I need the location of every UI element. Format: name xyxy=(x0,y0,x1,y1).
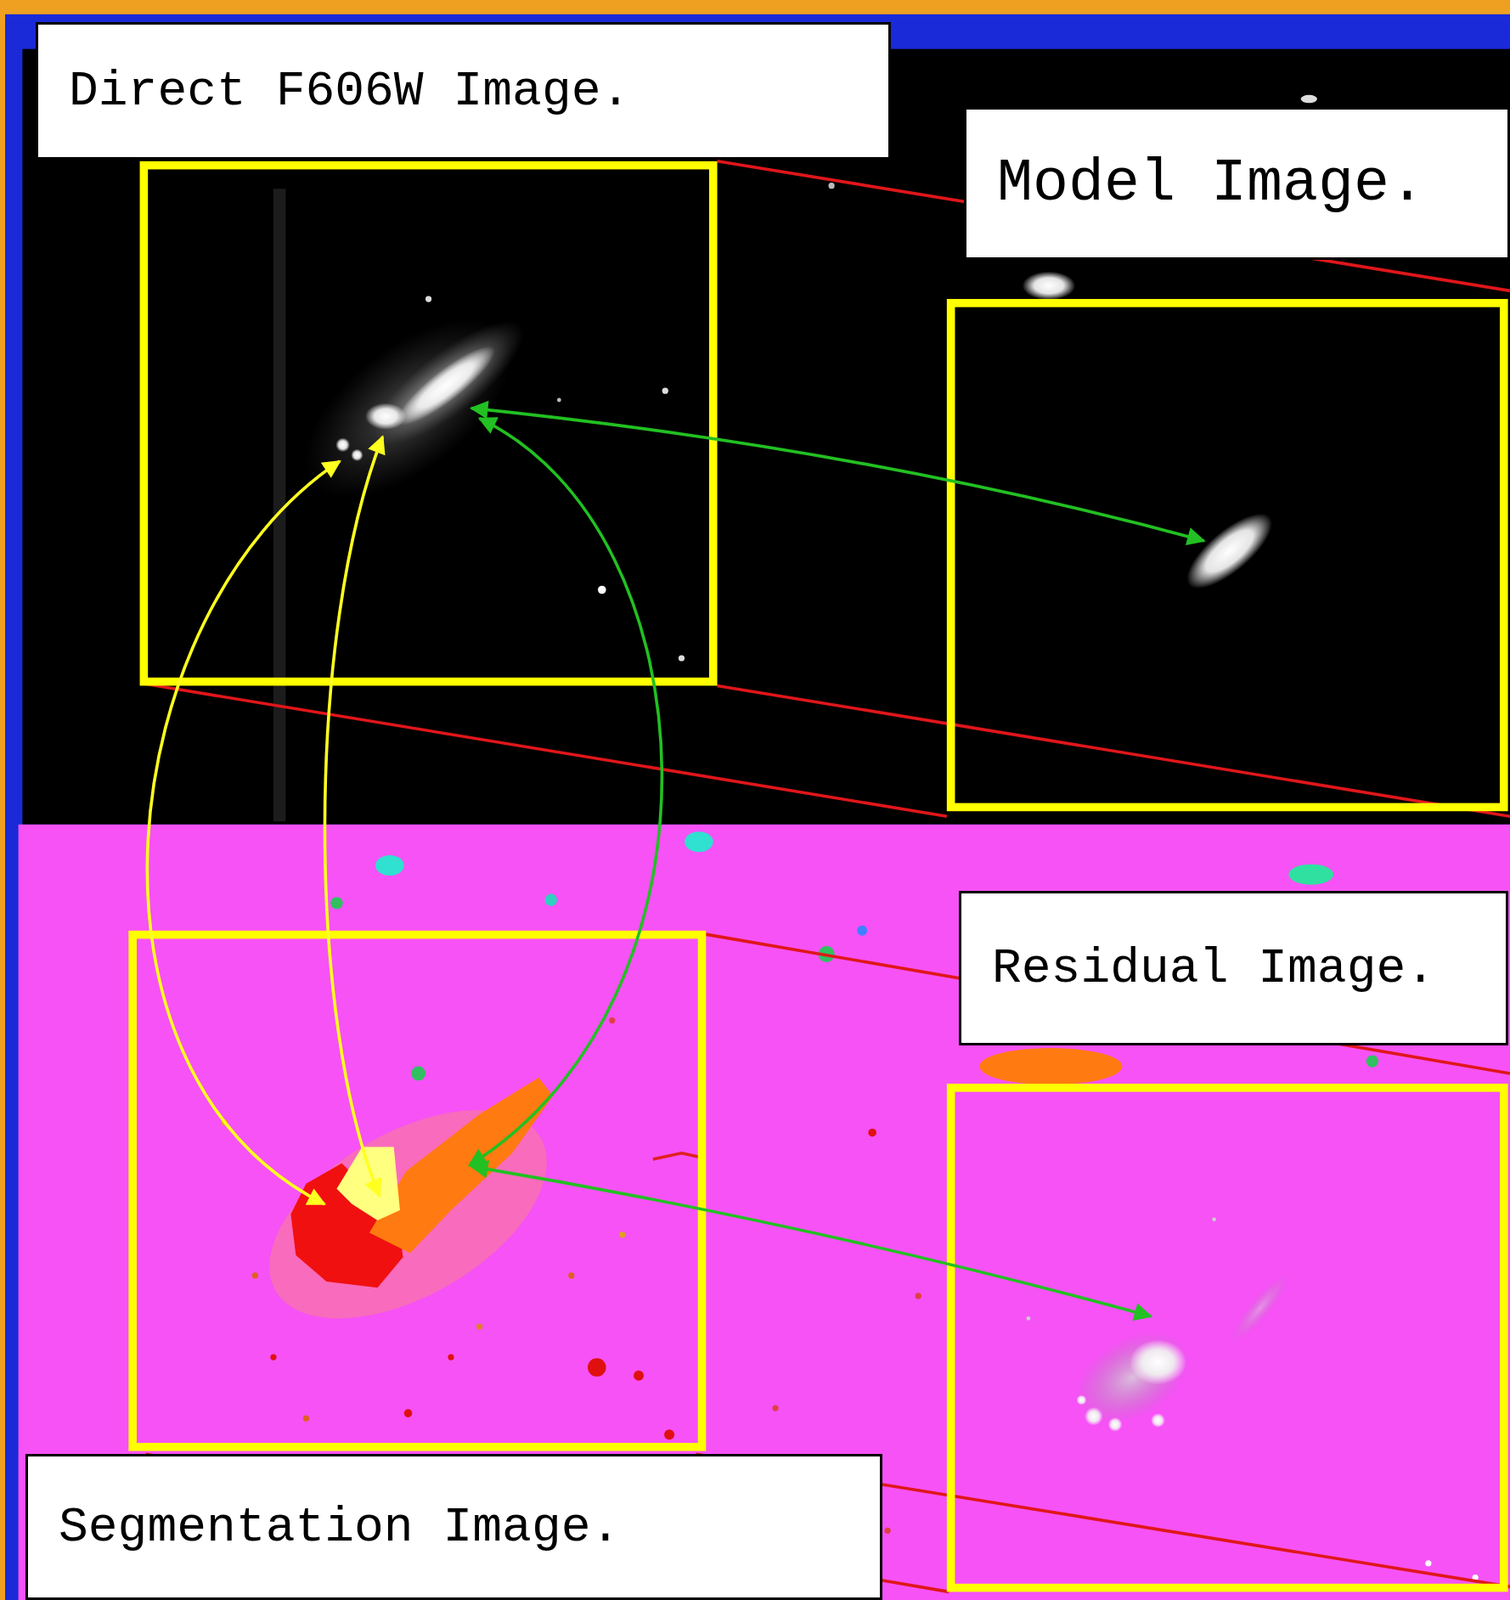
image-label: Direct F606W Image. xyxy=(68,63,631,119)
segment-blob xyxy=(856,925,868,936)
segment-blob xyxy=(664,1429,675,1440)
image-frame xyxy=(951,1087,1505,1589)
galaxy-knot xyxy=(365,403,406,430)
residual-halo xyxy=(1059,1312,1205,1442)
yellow-arrow xyxy=(146,461,340,1205)
image-frames xyxy=(132,165,1505,1589)
segment-blob xyxy=(303,1415,310,1422)
residual-core xyxy=(1129,1340,1187,1386)
segment-blob xyxy=(411,1066,426,1082)
label-box: Direct F606W Image. xyxy=(35,22,891,160)
residual-knot xyxy=(1076,1394,1087,1405)
projection-lines xyxy=(143,161,1510,1593)
yellow-arrow xyxy=(324,436,383,1196)
residual-tail xyxy=(1224,1268,1296,1348)
segment-blob xyxy=(633,1370,644,1381)
label-box: Residual Image. xyxy=(958,890,1509,1046)
star-dot xyxy=(662,388,669,395)
segment-blob xyxy=(771,1405,778,1412)
green-arrow xyxy=(471,408,1205,541)
projection-line xyxy=(717,685,1510,817)
segment-blob xyxy=(375,855,405,876)
segment-blob xyxy=(684,831,714,852)
segment-blob xyxy=(608,1017,615,1024)
image-label: Segmentation Image. xyxy=(58,1499,620,1556)
segment-blob xyxy=(1288,864,1334,885)
segment-blob xyxy=(587,1357,607,1377)
green-arrow xyxy=(469,418,663,1167)
galaxy-halo xyxy=(274,284,543,532)
segment-blob xyxy=(404,1408,413,1418)
star-dot xyxy=(425,295,432,302)
detector-strip xyxy=(273,188,286,822)
residual-knot xyxy=(1150,1413,1166,1428)
model-galaxy xyxy=(1175,501,1284,601)
segment-halo xyxy=(234,1066,581,1362)
galaxy-knot xyxy=(350,449,363,462)
orange-strip xyxy=(0,0,6,1600)
segment-blob xyxy=(476,1323,483,1330)
residual-knot xyxy=(1108,1417,1123,1432)
black-image-ground xyxy=(22,49,1510,825)
label-box: Segmentation Image. xyxy=(25,1453,883,1600)
image-frame xyxy=(143,165,713,682)
star-dot xyxy=(678,654,685,661)
segment-blob xyxy=(568,1272,575,1279)
star-dot xyxy=(597,585,607,595)
correspondence-arrows xyxy=(146,408,1204,1317)
segment-blob xyxy=(979,1047,1122,1085)
galaxy-blob xyxy=(1022,271,1076,301)
star-dot xyxy=(1425,1560,1432,1567)
galaxy-knot xyxy=(335,437,350,452)
orange-strip xyxy=(0,0,1510,15)
segment-blob xyxy=(1366,1054,1379,1067)
yellow-segment xyxy=(336,1147,400,1222)
label-box: Model Image. xyxy=(963,107,1510,260)
segment-blob xyxy=(915,1292,922,1299)
orange-segment xyxy=(369,1077,553,1254)
star-dot xyxy=(1301,95,1318,104)
star-dot xyxy=(1026,1316,1032,1321)
green-arrow xyxy=(471,1166,1151,1317)
segment-blob xyxy=(447,1353,454,1360)
segment-blob xyxy=(867,1128,877,1138)
magenta-segmentation-ground xyxy=(18,824,1510,1600)
segment-blob xyxy=(252,1272,259,1279)
star-dot xyxy=(557,398,562,403)
segment-blob xyxy=(330,896,343,909)
image-frame xyxy=(132,935,702,1448)
star-dot xyxy=(1211,1217,1217,1222)
segment-blob xyxy=(619,1231,626,1238)
segment-blob xyxy=(545,894,558,907)
image-label: Residual Image. xyxy=(991,940,1436,997)
image-frame xyxy=(951,303,1505,808)
residual-knot xyxy=(1084,1407,1104,1426)
segment-blob xyxy=(884,1527,891,1534)
image-label: Model Image. xyxy=(997,150,1426,218)
star-dot xyxy=(828,182,834,189)
segment-blob xyxy=(270,1353,277,1360)
segment-trail xyxy=(653,1153,700,1160)
